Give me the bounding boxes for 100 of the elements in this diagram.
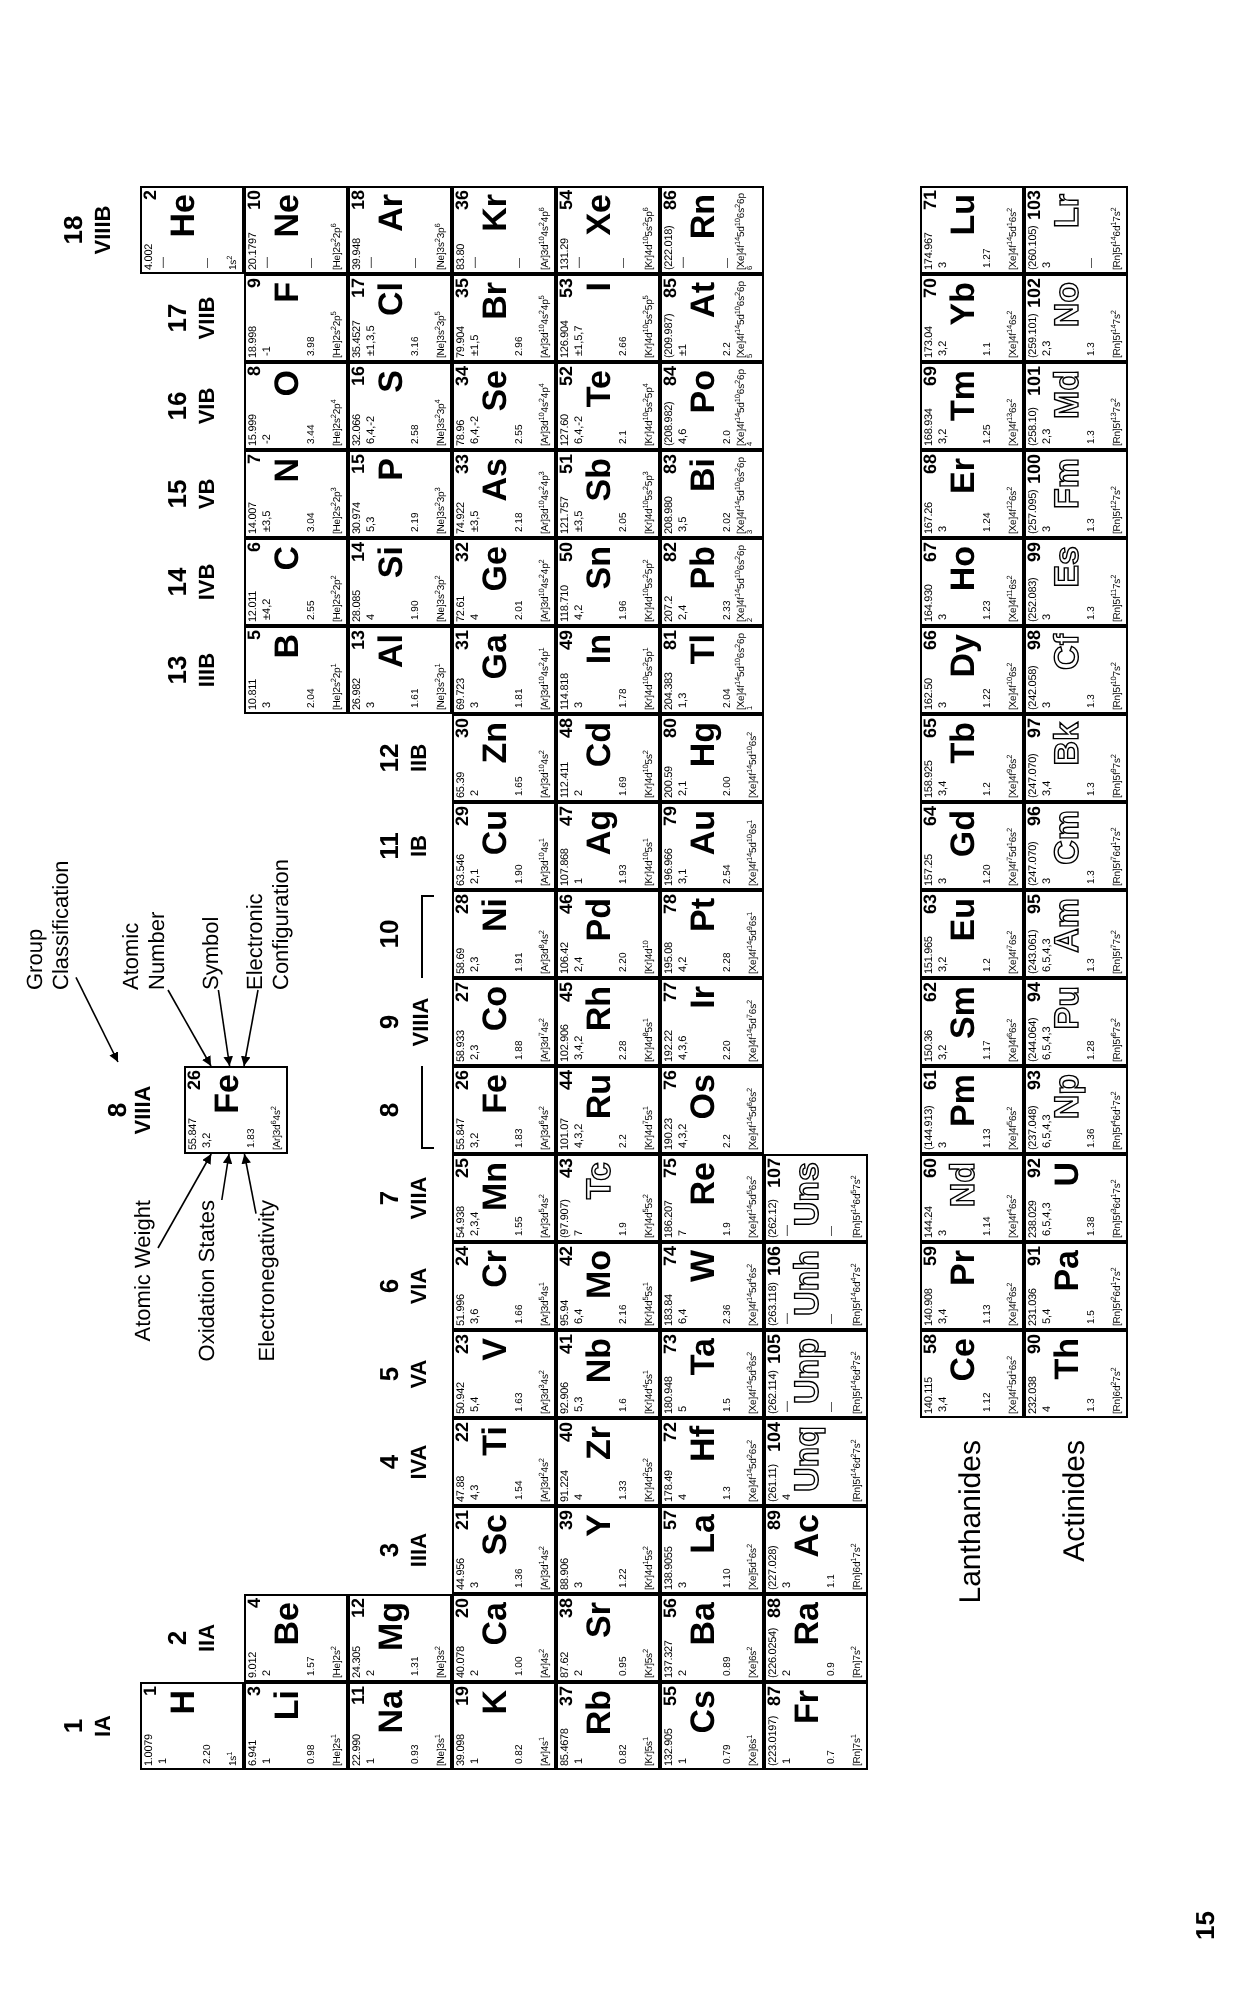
element-symbol: Pt — [686, 898, 720, 932]
key-label: Oxidation States — [196, 1200, 222, 1362]
element-cell — [244, 186, 348, 274]
element-cell — [660, 1154, 764, 1242]
atomic-number: 19 — [454, 1686, 472, 1707]
atomic-number: 42 — [558, 1246, 576, 1267]
element-symbol: Gd — [946, 810, 980, 858]
element-symbol: Ho — [946, 546, 980, 592]
element-symbol: Ni — [478, 898, 512, 932]
atomic-number: 55 — [662, 1686, 680, 1707]
element-cell — [920, 186, 1024, 274]
element-cell — [452, 1066, 556, 1154]
group-name: VB — [196, 478, 220, 510]
atomic-number: 87 — [766, 1686, 784, 1707]
element-symbol: Li — [270, 1690, 304, 1721]
group-number: 8 — [376, 1102, 404, 1118]
atomic-number: 57 — [662, 1510, 680, 1531]
leader-line — [157, 1153, 212, 1249]
atomic-number: 32 — [454, 542, 472, 563]
group-name: VIIIA — [132, 1085, 156, 1135]
element-cell — [556, 450, 660, 538]
group-number: 7 — [376, 1190, 404, 1206]
group-number: 9 — [376, 1014, 404, 1030]
element-symbol: As — [478, 458, 512, 502]
element-symbol: Th — [1050, 1338, 1084, 1380]
element-symbol: Np — [1050, 1074, 1084, 1120]
element-cell — [764, 1682, 868, 1770]
group-name: VIIIA — [410, 997, 434, 1047]
element-symbol: Po — [686, 370, 720, 414]
element-symbol: Pd — [582, 898, 616, 942]
atomic-number: 68 — [922, 454, 940, 475]
element-cell — [920, 274, 1024, 362]
atomic-number: 47 — [558, 806, 576, 827]
element-symbol: Pr — [946, 1250, 980, 1286]
element-symbol: N — [270, 458, 304, 483]
element-symbol: Te — [582, 370, 616, 408]
element-symbol: Ar — [374, 194, 408, 232]
element-cell — [920, 1242, 1024, 1330]
atomic-number: 14 — [350, 542, 368, 563]
element-cell — [660, 450, 764, 538]
element-cell — [452, 1154, 556, 1242]
group-number: 18 — [60, 215, 88, 245]
element-cell — [348, 626, 452, 714]
series-label: Actinides — [1058, 1440, 1092, 1562]
element-cell — [452, 450, 556, 538]
element-cell — [920, 1066, 1024, 1154]
element-symbol: Cm — [1050, 810, 1084, 865]
atomic-number: 34 — [454, 366, 472, 387]
element-cell — [348, 1682, 452, 1770]
atomic-number: 29 — [454, 806, 472, 827]
atomic-number: 98 — [1026, 630, 1044, 651]
element-cell — [244, 450, 348, 538]
element-symbol: Pm — [946, 1074, 980, 1127]
element-cell — [244, 1594, 348, 1682]
element-cell — [660, 186, 764, 274]
element-symbol: Rb — [582, 1690, 616, 1736]
atomic-number: 8 — [246, 366, 264, 377]
element-cell — [452, 1506, 556, 1594]
element-symbol: Al — [374, 634, 408, 668]
element-cell — [920, 890, 1024, 978]
element-symbol: Unq — [790, 1426, 824, 1493]
element-symbol: I — [582, 282, 616, 292]
element-cell — [1024, 978, 1128, 1066]
element-symbol: Bk — [1050, 722, 1084, 766]
element-cell — [556, 186, 660, 274]
element-symbol: Er — [946, 458, 980, 494]
element-symbol: Tc — [582, 1162, 616, 1200]
element-cell — [452, 714, 556, 802]
atomic-number: 78 — [662, 894, 680, 915]
group-number: 12 — [376, 743, 404, 773]
element-cell — [452, 1594, 556, 1682]
element-symbol: Cr — [478, 1250, 512, 1288]
group-name: IIIA — [408, 1532, 432, 1568]
atomic-number: 96 — [1026, 806, 1044, 827]
group-number: 13 — [164, 655, 192, 685]
atomic-number: 64 — [922, 806, 940, 827]
atomic-number: 65 — [922, 718, 940, 739]
atomic-number: 20 — [454, 1598, 472, 1619]
element-symbol: Pa — [1050, 1250, 1084, 1292]
element-symbol: In — [582, 634, 616, 665]
atomic-number: 45 — [558, 982, 576, 1003]
element-symbol: S — [374, 370, 408, 393]
element-symbol: Uns — [790, 1162, 824, 1227]
element-cell — [348, 450, 452, 538]
key-label: Symbol — [200, 916, 226, 990]
group-number: 6 — [376, 1278, 404, 1294]
element-symbol: V — [478, 1338, 512, 1361]
atomic-number: 95 — [1026, 894, 1044, 915]
element-cell — [920, 714, 1024, 802]
group-number: 3 — [376, 1542, 404, 1558]
atomic-number: 92 — [1026, 1158, 1044, 1179]
element-cell — [556, 714, 660, 802]
element-cell — [452, 890, 556, 978]
atomic-number: 70 — [922, 278, 940, 299]
element-cell — [556, 538, 660, 626]
atomic-number: 76 — [662, 1070, 680, 1091]
atomic-number: 79 — [662, 806, 680, 827]
atomic-number: 28 — [454, 894, 472, 915]
element-symbol: Nb — [582, 1338, 616, 1384]
atomic-number: 106 — [766, 1246, 784, 1277]
